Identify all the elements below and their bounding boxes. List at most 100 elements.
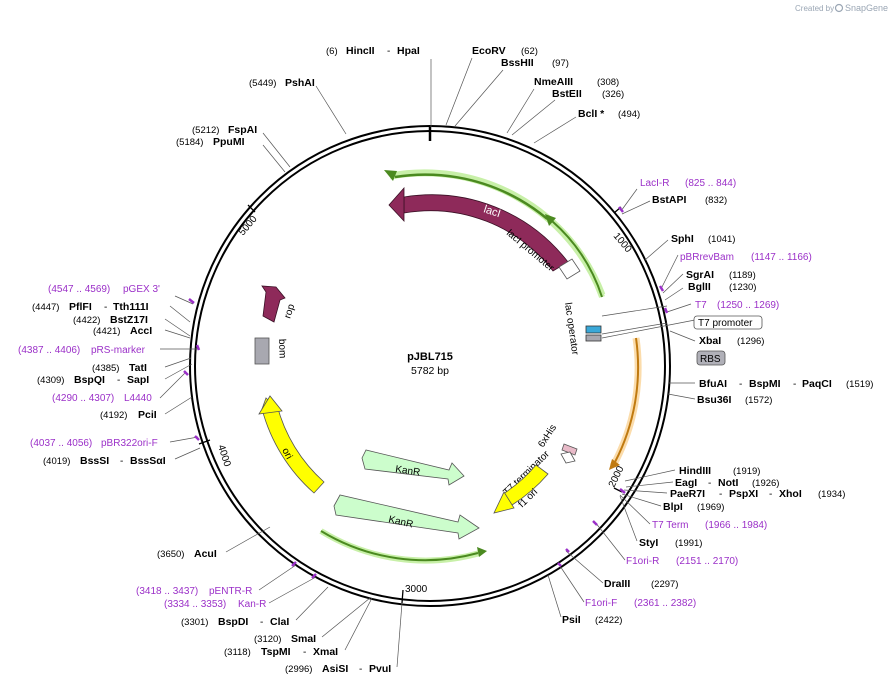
svg-text:(3120): (3120): [254, 634, 281, 645]
site-hindiii[interactable]: HindIII (1919): [679, 465, 760, 477]
lac-promoter-inner-arc[interactable]: [551, 220, 603, 298]
lac-promoter-inner-arrowhead: [545, 214, 556, 226]
lacI-arrow-head: [388, 186, 405, 223]
svg-text:(1934): (1934): [818, 489, 845, 500]
svg-text:XbaI: XbaI: [699, 335, 721, 347]
svg-text:(4421): (4421): [93, 326, 120, 337]
svg-text:(1189): (1189): [729, 270, 756, 281]
svg-text:PaeR7I: PaeR7I: [670, 488, 705, 500]
primer-pbr322ori-f[interactable]: (4037 .. 4056) pBR322ori-F: [30, 438, 158, 449]
insert-arc[interactable]: [614, 337, 640, 463]
his-tag-box[interactable]: [561, 443, 578, 456]
svg-text:-: -: [104, 302, 107, 313]
site-bstz17i[interactable]: (4422) BstZ17I: [73, 314, 148, 326]
lacI-arrow-body[interactable]: [403, 194, 569, 272]
site-hincii-hpai[interactable]: (6) HincII - HpaI: [326, 45, 420, 57]
site-pcii[interactable]: (4192) PciI: [100, 409, 157, 421]
site-bfuai-bspmi-paqci[interactable]: BfuAI - BspMI - PaqCI (1519): [699, 378, 873, 390]
site-sphi[interactable]: SphI (1041): [671, 233, 735, 245]
lac-operator-label: lac operator: [562, 302, 580, 356]
site-paer7i-pspxi-xhoi[interactable]: PaeR7I - PspXI - XhoI (1934): [670, 488, 845, 500]
site-draiii[interactable]: DraIII (2297): [604, 578, 678, 590]
kanR-promoter-arc[interactable]: [320, 530, 479, 562]
primer-pgex3[interactable]: (4547 .. 4569) pGEX 3': [48, 284, 160, 295]
site-asisi-pvui[interactable]: (2996) AsiSI - PvuI: [285, 663, 391, 675]
bom-box[interactable]: [254, 337, 270, 365]
site-bsssi-bsssai[interactable]: (4019) BssSI - BssSαI: [43, 455, 166, 467]
lacI-promoter-box[interactable]: [558, 258, 581, 280]
kanR-promoter-arrowhead: [477, 547, 487, 557]
svg-text:(1966 .. 1984): (1966 .. 1984): [705, 520, 767, 531]
site-bstapi[interactable]: BstAPI (832): [652, 194, 727, 206]
svg-text:(4037 .. 4056): (4037 .. 4056): [30, 438, 92, 449]
site-eagi-noti[interactable]: EagI - NotI (1926): [675, 477, 779, 489]
svg-text:BspMI: BspMI: [749, 378, 781, 390]
svg-text:(3118): (3118): [224, 647, 251, 658]
svg-text:PshAI: PshAI: [285, 77, 315, 89]
site-bspdi-clai[interactable]: (3301) BspDI - ClaI: [181, 616, 289, 628]
site-pflfi-tth111i[interactable]: (4447) PflFI - Tth111I: [32, 301, 149, 313]
rbs-tag[interactable]: RBS: [696, 350, 726, 366]
svg-text:AccI: AccI: [130, 325, 152, 337]
site-nmeaiii[interactable]: NmeAIII (308): [534, 76, 619, 88]
site-blpi[interactable]: BlpI (1969): [663, 501, 724, 513]
site-bspqi-sapi[interactable]: (4309) BspQI - SapI: [37, 374, 149, 386]
svg-text:F1ori-R: F1ori-R: [626, 556, 659, 567]
primer-t7-term[interactable]: T7 Term (1966 .. 1984): [652, 520, 767, 531]
svg-text:-: -: [719, 489, 722, 500]
site-sgrai[interactable]: SgrAI (1189): [686, 269, 756, 281]
primer-t7[interactable]: T7 (1250 .. 1269): [695, 300, 779, 311]
rop-arrow[interactable]: [261, 285, 286, 323]
svg-text:SgrAI: SgrAI: [686, 269, 714, 281]
site-pshai[interactable]: (5449) PshAI: [249, 77, 315, 89]
site-xbai[interactable]: XbaI (1296): [699, 335, 764, 347]
primer-f1ori-r[interactable]: F1ori-R (2151 .. 2170): [626, 556, 738, 567]
site-bsteii[interactable]: BstEII (326): [552, 88, 624, 100]
svg-text:(832): (832): [705, 195, 727, 206]
primer-pentr-r[interactable]: (3418 .. 3437) pENTR-R: [136, 586, 252, 597]
site-psii[interactable]: PsiI (2422): [562, 614, 622, 626]
primer-f1ori-f[interactable]: F1ori-F (2361 .. 2382): [585, 598, 696, 609]
svg-text:(2297): (2297): [651, 579, 678, 590]
primer-prs-marker[interactable]: (4387 .. 4406) pRS-marker: [18, 345, 146, 356]
kanR-outer-arrow[interactable]: [333, 494, 480, 540]
svg-text:XmaI: XmaI: [313, 646, 338, 658]
site-bsu36i[interactable]: Bsu36I (1572): [697, 394, 772, 406]
primer-l4440[interactable]: (4290 .. 4307) L4440: [52, 393, 152, 404]
svg-text:PsiI: PsiI: [562, 614, 581, 626]
svg-text:TatI: TatI: [129, 362, 147, 374]
plasmid-name: pJBL715: [407, 351, 453, 363]
svg-text:(2996): (2996): [285, 664, 312, 675]
site-ppumi[interactable]: (5184) PpuMI: [176, 136, 245, 148]
site-styi[interactable]: StyI (1991): [639, 537, 702, 549]
svg-text:TspMI: TspMI: [261, 646, 291, 658]
svg-text:-: -: [117, 375, 120, 386]
site-smai[interactable]: (3120) SmaI: [254, 633, 316, 645]
site-fspai[interactable]: (5212) FspAI: [192, 124, 257, 136]
primer-pbrrevbam[interactable]: pBRrevBam (1147 .. 1166): [680, 252, 812, 263]
his-tag-label: 6xHis: [536, 423, 559, 450]
t7-promoter-tag[interactable]: T7 promoter: [693, 315, 763, 330]
site-bsshii[interactable]: BssHII (97): [501, 57, 569, 69]
site-tspmi-xmai[interactable]: (3118) TspMI - XmaI: [224, 646, 338, 658]
t7-promoter-box[interactable]: [585, 334, 602, 342]
svg-text:StyI: StyI: [639, 537, 658, 549]
svg-text:(3418 .. 3437): (3418 .. 3437): [136, 586, 198, 597]
site-acui[interactable]: (3650) AcuI: [157, 548, 217, 560]
site-ecorv[interactable]: EcoRV (62): [472, 45, 538, 57]
site-tati[interactable]: (4385) TatI: [92, 362, 147, 374]
site-acci[interactable]: (4421) AccI: [93, 325, 152, 337]
svg-text:BfuAI: BfuAI: [699, 378, 727, 390]
t7-terminator-box[interactable]: [560, 451, 576, 464]
ori-arrow-body[interactable]: [261, 404, 325, 494]
site-bglii[interactable]: BglII (1230): [688, 281, 756, 293]
svg-text:(308): (308): [597, 77, 619, 88]
lac-operator-box[interactable]: [585, 325, 602, 334]
svg-text:PaqCI: PaqCI: [802, 378, 832, 390]
ori-label: ori: [279, 446, 294, 461]
site-bcli[interactable]: BclI * (494): [578, 108, 640, 120]
primer-kan-r[interactable]: (3334 .. 3353) Kan-R: [164, 599, 266, 610]
lacI-label: lacI: [482, 203, 502, 220]
kanR-inner-arrow[interactable]: [361, 449, 465, 486]
primer-laci-r[interactable]: LacI-R (825 .. 844): [640, 178, 736, 189]
